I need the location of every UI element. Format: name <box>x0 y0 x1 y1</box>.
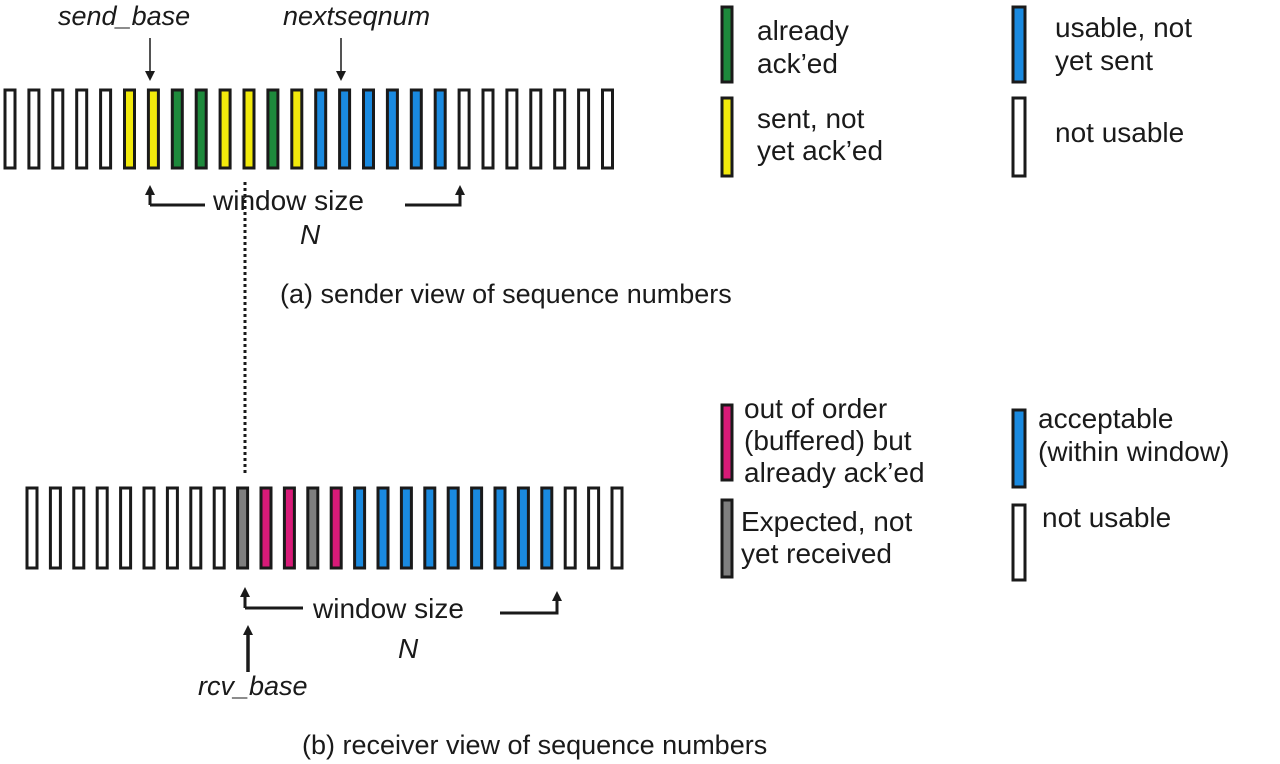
sequence-slot-usable <box>376 486 390 570</box>
legend-swatch-usable-not-sent <box>1011 5 1027 84</box>
sequence-slot-expected <box>306 486 320 570</box>
sequence-slot-usable <box>516 486 530 570</box>
sequence-slot-not-usable <box>601 88 614 170</box>
legend-label: ack’ed <box>757 48 838 79</box>
sequence-slot-usable <box>338 88 352 170</box>
receiver-caption: (b) receiver view of sequence numbers <box>302 730 767 760</box>
sender-sequence-slots <box>3 88 614 170</box>
legend-swatch-expected <box>720 498 734 579</box>
sequence-slot-not-usable <box>577 88 591 170</box>
legend-label: yet received <box>741 538 892 569</box>
sequence-slot-not-usable <box>72 486 86 570</box>
sequence-slot-acked <box>266 88 280 170</box>
legend-label: already <box>757 15 849 46</box>
sequence-slot-acked <box>194 88 208 170</box>
receiver-sequence-slots <box>25 486 624 570</box>
sequence-slot-not-usable <box>481 88 495 170</box>
sequence-slot-not-usable <box>212 486 226 570</box>
sequence-slot-not-usable <box>142 486 156 570</box>
sequence-slot-usable <box>423 486 437 570</box>
legend-label: acceptable <box>1038 403 1173 434</box>
legend-label: not usable <box>1042 502 1171 533</box>
legend-label: not usable <box>1055 117 1184 148</box>
sequence-slot-not-usable <box>119 486 133 570</box>
sequence-slot-sent <box>146 88 160 170</box>
legend-label: usable, not <box>1055 12 1192 43</box>
rcv-base-label: rcv_base <box>198 671 308 701</box>
sequence-slot-usable <box>433 88 447 170</box>
legend-swatch-already-acked <box>720 5 734 84</box>
sequence-slot-not-usable <box>610 486 624 570</box>
sequence-slot-expected <box>236 486 250 570</box>
sequence-slot-not-usable <box>553 88 567 170</box>
sequence-slot-usable <box>540 486 554 570</box>
sequence-slot-usable <box>399 486 413 570</box>
window-size-label: window size <box>312 593 464 624</box>
sequence-slot-usable <box>385 88 399 170</box>
legend-label: Expected, not <box>741 506 912 537</box>
legend-label: yet ack’ed <box>757 135 883 166</box>
receiver-view: window size N rcv_base (b) receiver view… <box>25 486 767 760</box>
legend-swatch-not-usable <box>1011 503 1027 582</box>
sequence-slot-not-usable <box>3 88 17 170</box>
sequence-slot-usable <box>314 88 328 170</box>
sender-legend: already ack’ed sent, not yet ack’ed usab… <box>720 5 1192 178</box>
window-size-label: window size <box>212 185 364 216</box>
sequence-slot-not-usable <box>587 486 601 570</box>
sequence-slot-not-usable <box>505 88 519 170</box>
sequence-slot-sent <box>218 88 232 170</box>
sequence-slot-buffered <box>282 486 296 570</box>
receiver-legend: out of order (buffered) but already ack’… <box>720 393 1229 582</box>
sequence-slot-sent <box>123 88 136 170</box>
sender-caption: (a) sender view of sequence numbers <box>280 279 732 309</box>
sequence-slot-usable <box>409 88 423 170</box>
send-base-label: send_base <box>58 1 190 31</box>
legend-swatch-acceptable <box>1011 408 1027 489</box>
legend-label: already ack’ed <box>744 457 925 488</box>
legend-label: yet sent <box>1055 45 1153 76</box>
sequence-slot-usable <box>493 486 507 570</box>
sequence-slot-not-usable <box>99 88 113 170</box>
legend-label: sent, not <box>757 103 865 134</box>
nextseqnum-label: nextseqnum <box>283 1 430 31</box>
legend-swatch-sent-not-acked <box>720 96 734 178</box>
sequence-slot-sent <box>242 88 256 170</box>
sequence-slot-not-usable <box>563 486 577 570</box>
sequence-slot-usable <box>446 486 460 570</box>
legend-label: out of order <box>744 393 887 424</box>
window-n-label: N <box>398 633 419 664</box>
sequence-slot-not-usable <box>51 88 65 170</box>
window-n-label: N <box>300 219 321 250</box>
sequence-slot-buffered <box>329 486 343 570</box>
sequence-slot-not-usable <box>189 486 203 570</box>
sequence-slot-not-usable <box>75 88 89 170</box>
legend-swatch-buffered <box>720 403 734 482</box>
legend-label: (buffered) but <box>744 425 912 456</box>
sequence-slot-buffered <box>259 486 273 570</box>
sequence-slot-sent <box>290 88 304 170</box>
sequence-slot-usable <box>353 486 367 570</box>
sequence-slot-not-usable <box>27 88 41 170</box>
sequence-slot-not-usable <box>95 486 109 570</box>
sequence-slot-usable <box>470 486 484 570</box>
window-right-bracket <box>500 591 562 615</box>
sequence-slot-not-usable <box>457 88 471 170</box>
legend-label: (within window) <box>1038 436 1229 467</box>
sequence-slot-usable <box>362 88 375 170</box>
sequence-slot-not-usable <box>48 486 62 570</box>
legend-swatch-not-usable <box>1011 96 1027 178</box>
sequence-slot-acked <box>170 88 184 170</box>
window-right-bracket <box>405 185 465 207</box>
sequence-slot-not-usable <box>25 486 39 570</box>
sender-view: send_base nextseqnum window size N (a) s… <box>3 1 732 309</box>
sequence-slot-not-usable <box>165 486 179 570</box>
sequence-slot-not-usable <box>529 88 543 170</box>
